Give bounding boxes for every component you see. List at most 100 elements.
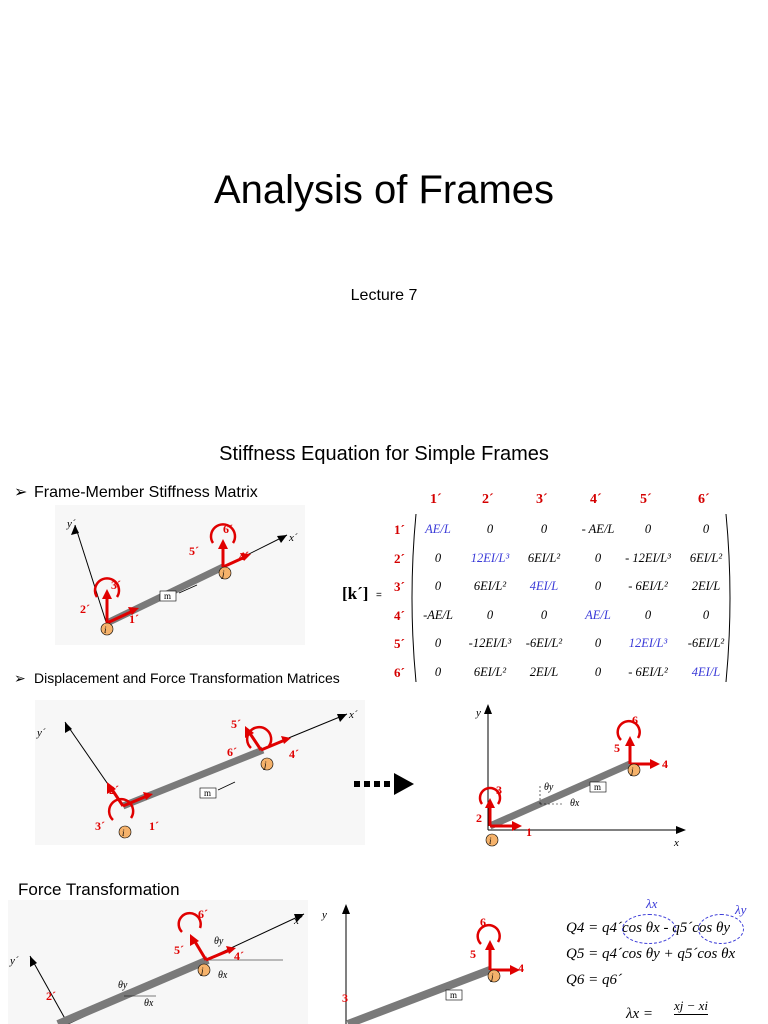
svg-text:2: 2 — [476, 811, 482, 825]
svg-text:4´: 4´ — [239, 549, 249, 563]
matrix-cell: 6EI/L² — [527, 550, 561, 565]
matrix-col-header: 2´ — [482, 492, 494, 507]
matrix-cell: 0 — [486, 522, 494, 536]
matrix-cell: -6EI/L² — [525, 636, 563, 650]
svg-text:θy: θy — [544, 782, 554, 793]
svg-text:j: j — [263, 760, 267, 770]
slide-subtitle: Lecture 7 — [350, 287, 418, 304]
svg-text:θx: θx — [218, 970, 228, 981]
equation-q6: Q6 = q6´ — [566, 972, 622, 988]
matrix-cell: 12EI/L³ — [470, 550, 510, 565]
matrix-cell: 0 — [434, 636, 442, 650]
svg-text:3: 3 — [496, 783, 502, 797]
svg-text:j: j — [630, 766, 634, 776]
svg-text:y´: y´ — [36, 727, 46, 739]
force-transformation-heading: Force Transformation — [18, 880, 180, 899]
svg-text:4´: 4´ — [289, 747, 299, 761]
matrix-row-header: 4´ — [394, 607, 405, 623]
matrix-cell: 0 — [644, 522, 652, 536]
matrix-cell: 0 — [644, 607, 652, 622]
svg-text:x´: x´ — [293, 915, 303, 927]
svg-text:4´: 4´ — [234, 949, 244, 963]
matrix-brackets — [411, 513, 731, 683]
lambda-circle-x — [622, 914, 676, 944]
svg-text:6´: 6´ — [198, 907, 208, 921]
matrix-cell: 6EI/L² — [473, 579, 507, 593]
matrix-cell: -6EI/L² — [687, 636, 725, 650]
equals-sign: = — [376, 590, 382, 601]
matrix-cell: 0 — [594, 664, 602, 679]
matrix-row-header: 1´ — [394, 522, 405, 537]
section-heading: Stiffness Equation for Simple Frames — [219, 443, 549, 465]
svg-text:2´: 2´ — [46, 989, 56, 1003]
svg-text:j: j — [490, 972, 494, 982]
lambda-circle-y — [698, 914, 744, 944]
svg-text:3´: 3´ — [111, 578, 121, 592]
matrix-cell: AE/L — [585, 607, 611, 622]
matrix-col-header: 1´ — [430, 492, 442, 507]
bullet-transformation-matrices: ➢ Displacement and Force Transformation M… — [14, 670, 340, 687]
bullet-text: Displacement and Force Transformation Ma… — [34, 670, 340, 686]
bullet-stiffness-matrix: ➢Frame-Member Stiffness Matrix — [14, 482, 258, 502]
matrix-cell: 0 — [434, 664, 442, 679]
matrix-cell: -AE/L — [423, 607, 453, 622]
svg-text:2´: 2´ — [80, 602, 90, 616]
matrix-cell: 2EI/L — [529, 664, 559, 679]
force-global-diagram: y j m 3 4 5 6 — [321, 904, 524, 1024]
matrix-cell: - AE/L — [581, 522, 615, 536]
svg-text:5´: 5´ — [231, 717, 241, 731]
svg-text:4: 4 — [518, 961, 524, 975]
matrix-cell: - 6EI/L² — [628, 664, 668, 679]
svg-text:θx: θx — [144, 998, 154, 1009]
equation-q5: Q5 = q4´cos θy + q5´cos θx — [566, 946, 736, 962]
matrix-cell: - 12EI/L³ — [625, 550, 671, 565]
svg-text:5´: 5´ — [189, 544, 199, 558]
svg-text:1: 1 — [526, 825, 532, 839]
svg-text:θx: θx — [570, 798, 580, 809]
matrix-cell: 2EI/L — [691, 579, 721, 593]
svg-text:m: m — [594, 782, 601, 792]
svg-text:5: 5 — [614, 741, 620, 755]
svg-text:θy: θy — [214, 936, 224, 947]
lambda-y-annotation: λy — [735, 902, 747, 917]
matrix-cell: 12EI/L³ — [628, 636, 668, 650]
matrix-cell: 0 — [434, 579, 442, 593]
matrix-row-header: 6´ — [394, 664, 405, 680]
svg-text:6´: 6´ — [227, 745, 237, 759]
svg-text:5: 5 — [470, 947, 476, 961]
matrix-row-header: 2´ — [394, 550, 405, 566]
equation-lambda-x-numerator: xj − xi — [674, 998, 709, 1015]
matrix-cell: 0 — [594, 550, 602, 565]
label-x: x´ — [288, 532, 298, 544]
matrix-cell: 6EI/L² — [473, 664, 507, 679]
matrix-col-header: 3´ — [536, 492, 548, 507]
svg-text:y: y — [475, 707, 481, 719]
svg-text:6: 6 — [632, 713, 638, 727]
bullet-arrow-icon: ➢ — [14, 670, 26, 686]
matrix-cell: AE/L — [425, 522, 451, 536]
matrix-cell: 6EI/L² — [689, 550, 723, 565]
svg-text:j: j — [221, 569, 225, 579]
lambda-x-annotation: λx — [646, 896, 658, 911]
svg-text:x: x — [673, 837, 679, 849]
matrix-cell: 4EI/L — [691, 664, 721, 679]
svg-text:3´: 3´ — [95, 819, 105, 833]
svg-text:m: m — [164, 591, 171, 601]
matrix-cell: 0 — [594, 579, 602, 593]
matrix-cell: 0 — [594, 636, 602, 650]
matrix-col-header: 4´ — [590, 492, 602, 507]
matrix-cell: 0 — [486, 607, 494, 622]
svg-text:i: i — [489, 836, 492, 846]
svg-text:m: m — [450, 990, 457, 1000]
member-transform-local-diagram: y´ x´ i j m 1´ 2´ 3´ 4´ 5´ 6´ — [35, 700, 365, 845]
matrix-cell: 0 — [702, 607, 710, 622]
svg-text:6´: 6´ — [223, 522, 233, 536]
svg-text:5´: 5´ — [174, 943, 184, 957]
svg-text:θy: θy — [118, 980, 128, 991]
force-local-diagram: y´ x´ θy θx θy θx j 2´ 4´ 5´ 6´ — [8, 900, 308, 1024]
svg-text:1´: 1´ — [129, 612, 139, 626]
label-y: y´ — [66, 518, 76, 530]
matrix-cell: 0 — [702, 522, 710, 536]
svg-text:2´: 2´ — [109, 783, 119, 797]
